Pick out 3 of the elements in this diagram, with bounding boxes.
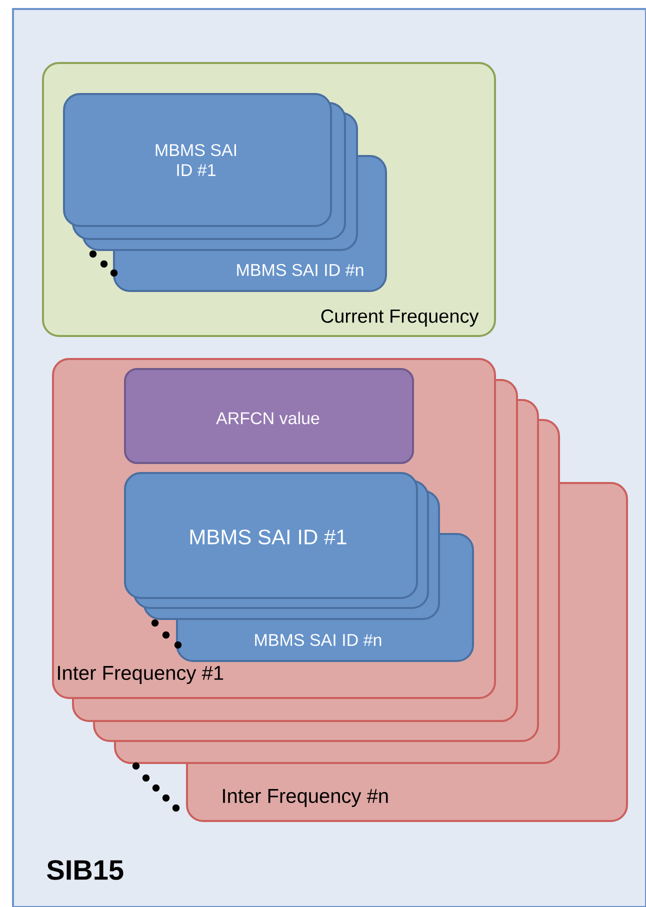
id-box: MBMS SAI ID #1 xyxy=(124,472,418,599)
value-box: ARFCN value xyxy=(124,368,414,464)
id-box: MBMS SAI ID #1 xyxy=(63,93,332,227)
